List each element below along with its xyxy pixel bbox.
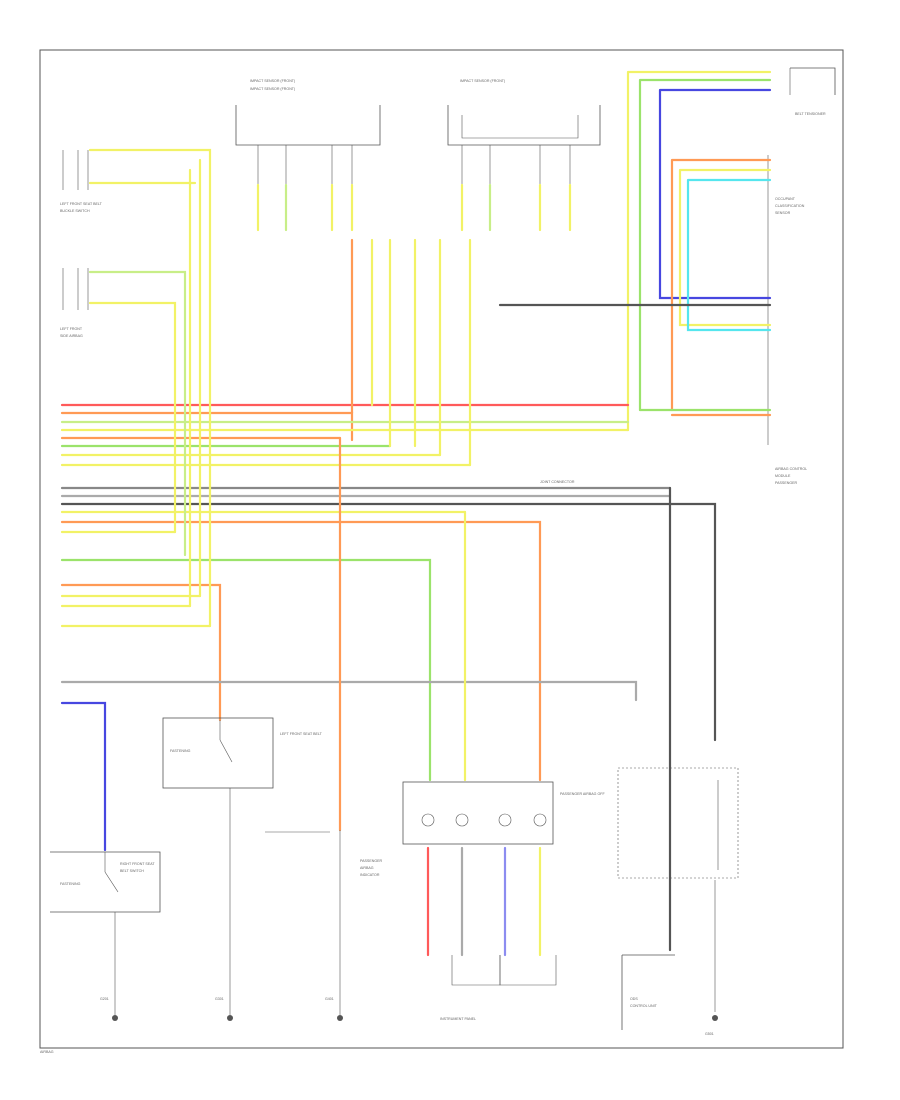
dash-label: PASSENGER AIRBAG OFF — [560, 792, 605, 796]
front-impact-left-sub: IMPACT SENSOR (FRONT) — [250, 87, 295, 91]
center-switch-label-2: BELT SWITCH — [120, 869, 144, 873]
module-label-3: PASSENGER — [775, 481, 798, 485]
front-impact-sensor-left: IMPACT SENSOR (FRONT) IMPACT SENSOR (FRO… — [235, 79, 381, 185]
ground-right-label: G401 — [325, 997, 334, 1001]
airbag-control-module: AIRBAG CONTROL MODULE PASSENGER — [767, 155, 807, 485]
indicator-label-3: INDICATOR — [360, 873, 380, 877]
indicator-label: PASSENGER — [360, 859, 383, 863]
passenger-sensor: PASSENGER AIRBAG INDICATOR — [265, 830, 383, 990]
right-seat-label-2: SIDE AIRBAG — [60, 334, 83, 338]
front-impact-sensor-right: IMPACT SENSOR (FRONT) — [447, 79, 601, 185]
junction-label: JOINT CONNECTOR — [540, 480, 575, 484]
ground-center-label: G301 — [215, 997, 224, 1001]
bottom-right-label: ODS — [630, 997, 638, 1001]
ods-control-unit: ODS CONTROL UNIT — [617, 767, 739, 1030]
belt-tensioner-label: BELT TENSIONER — [795, 112, 826, 116]
left-seat-belt-connector: LEFT FRONT SEAT BELT BUCKLE SWITCH LEFT … — [60, 150, 103, 338]
indicator-label-2: AIRBAG — [360, 866, 374, 870]
module-label-2: MODULE — [775, 474, 791, 478]
page-tag: AIRBAG — [40, 1050, 54, 1054]
occupant-classification-sensor: OCCUPANT CLASSIFICATION SENSOR — [775, 197, 805, 215]
passenger-airbag-indicator: PASSENGER AIRBAG OFF INSTRUMENT PANEL — [402, 781, 605, 1021]
occupant-label-3: SENSOR — [775, 211, 791, 215]
ground-center: G401 — [325, 990, 343, 1021]
left-fastening-switch: FASTENING LEFT FRONT SEAT BELT — [162, 717, 323, 970]
fastening-left-label: FASTENING — [170, 749, 191, 753]
wires-middle-horizontal — [60, 303, 772, 852]
ground-left-label: G201 — [100, 997, 109, 1001]
wires-top-vertical — [256, 183, 672, 952]
front-impact-right-title: IMPACT SENSOR (FRONT) — [460, 79, 505, 83]
ground-left: G201 — [100, 990, 118, 1021]
fastening-right-label: FASTENING — [60, 882, 81, 886]
module-label: AIRBAG CONTROL — [775, 467, 807, 471]
wires-left-vertical — [88, 148, 212, 628]
left-seat-label: LEFT FRONT SEAT BELT — [60, 202, 103, 206]
front-impact-left-title: IMPACT SENSOR (FRONT) — [250, 79, 295, 83]
right-seat-label: LEFT FRONT — [60, 327, 83, 331]
ground-center-left: G301 — [215, 970, 233, 1021]
diagram-frame — [39, 49, 844, 1049]
top-right-belt-tensioner: BELT TENSIONER — [789, 67, 836, 116]
occupant-label-2: CLASSIFICATION — [775, 204, 805, 208]
left-seat-switch-label: LEFT FRONT SEAT BELT — [280, 732, 323, 736]
occupant-label: OCCUPANT — [775, 197, 796, 201]
bottom-label: INSTRUMENT PANEL — [440, 1017, 476, 1021]
bottom-right-label-2: CONTROL UNIT — [630, 1004, 658, 1008]
ground-far-label: G501 — [705, 1032, 714, 1036]
right-fastening-switch: FASTENING RIGHT FRONT SEAT BELT SWITCH — [50, 851, 161, 990]
center-switch-label: RIGHT FRONT SEAT — [120, 862, 155, 866]
wires-top-right — [626, 70, 772, 432]
ground-far-right: G501 — [705, 1015, 718, 1036]
left-seat-label-2: BUCKLE SWITCH — [60, 209, 90, 213]
